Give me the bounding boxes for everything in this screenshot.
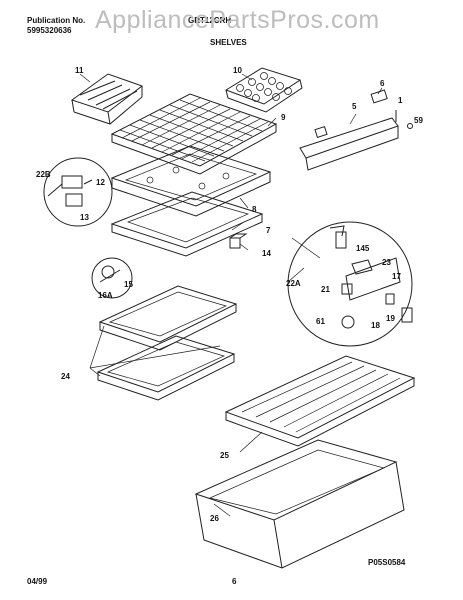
callout-145: 145: [356, 244, 370, 253]
part-damper: [229, 233, 248, 249]
callout-12: 12: [96, 178, 105, 187]
detail-circle-22b: [43, 157, 113, 227]
callout-9: 9: [281, 113, 286, 122]
model-number: GRT12CRH: [188, 16, 232, 25]
callout-11: 11: [75, 66, 84, 75]
callout-61: 61: [316, 317, 325, 326]
callout-22a: 22A: [286, 279, 301, 288]
callout-7: 7: [266, 226, 271, 235]
callout-6: 6: [380, 79, 385, 88]
callout-5: 5: [352, 102, 357, 111]
callout-8: 8: [252, 205, 257, 214]
part-ice-tray: [224, 67, 303, 113]
callout-1: 1: [398, 96, 403, 105]
callout-23: 23: [382, 258, 391, 267]
section-title: SHELVES: [210, 38, 247, 47]
part-rail: [299, 89, 413, 171]
callout-59: 59: [414, 116, 423, 125]
publication-label: Publication No.: [27, 16, 86, 25]
callout-17: 17: [392, 272, 401, 281]
figure-code: P05S0584: [368, 558, 406, 567]
callout-13: 13: [80, 213, 89, 222]
page-number: 6: [232, 577, 237, 586]
callout-26: 26: [210, 514, 219, 523]
callout-14: 14: [262, 249, 271, 258]
callout-15: 15: [124, 280, 133, 289]
callout-24: 24: [61, 372, 70, 381]
part-glass-shelves: [96, 285, 238, 401]
publication-number: 5995320636: [27, 26, 72, 35]
callout-21: 21: [321, 285, 330, 294]
callout-10: 10: [233, 66, 242, 75]
callout-18: 18: [371, 321, 380, 330]
part-divider-frame: [110, 145, 272, 217]
callout-22b: 22B: [36, 170, 51, 179]
part-freezer-shelf: [110, 93, 278, 175]
part-cover-plate: [110, 191, 264, 257]
watermark: AppliancePartsPros.com: [95, 6, 380, 34]
callout-19: 19: [386, 314, 395, 323]
part-crisper-drawer: [194, 439, 405, 569]
detail-circle-15: [91, 257, 133, 299]
callout-25: 25: [220, 451, 229, 460]
callout-16a: 16A: [98, 291, 113, 300]
detail-circle-22a: [287, 221, 413, 347]
part-crisper-cover: [224, 355, 416, 447]
footer-date: 04/99: [27, 577, 48, 586]
part-wire-rack: [70, 73, 144, 125]
